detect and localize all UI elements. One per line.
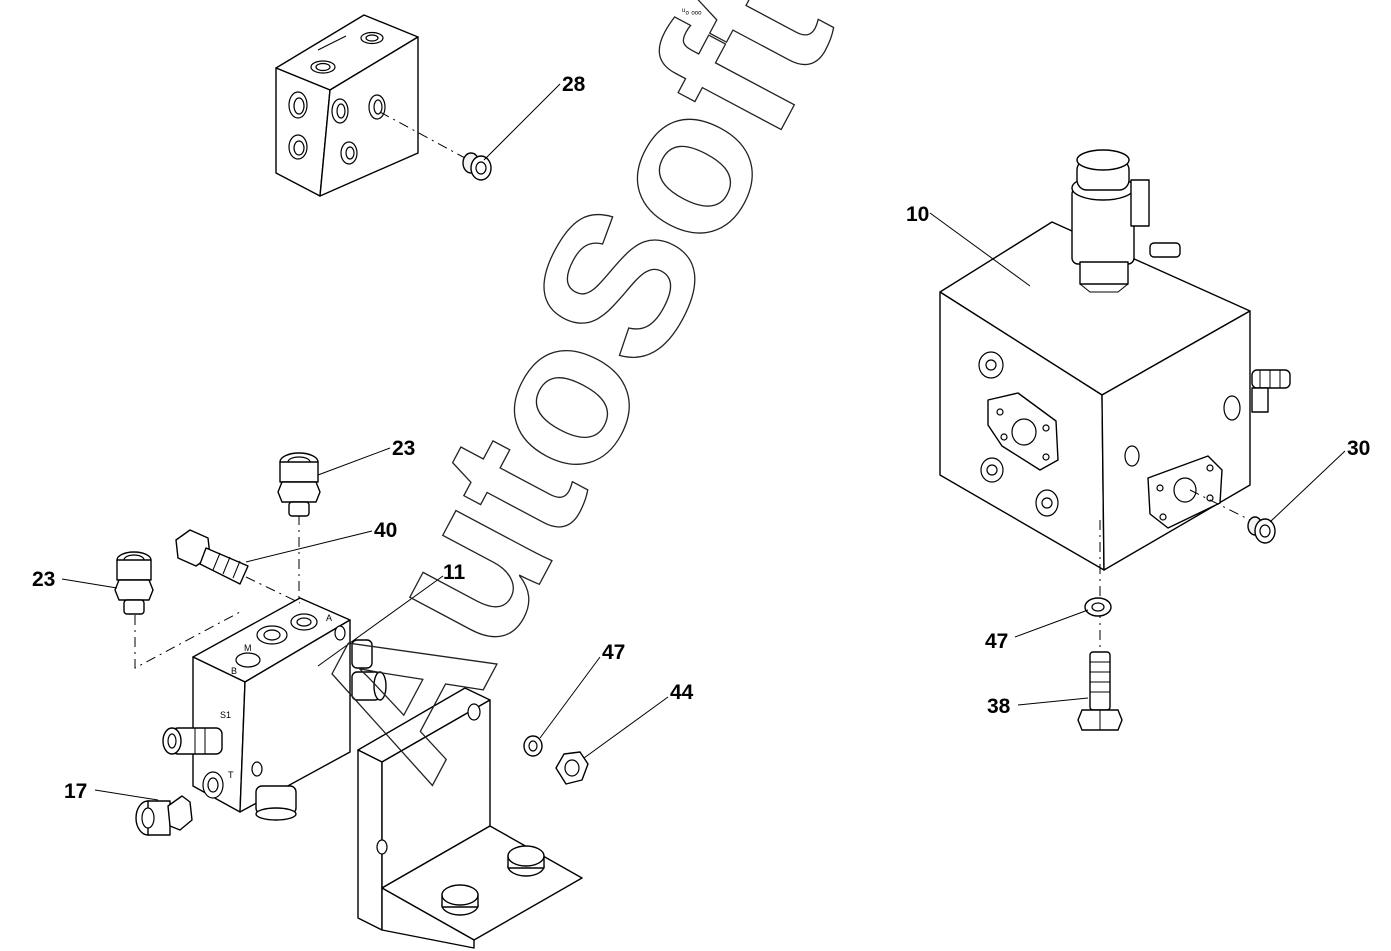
callout-47-left: 47 bbox=[602, 641, 625, 664]
washer-47-right bbox=[1084, 597, 1112, 617]
mounting-bracket bbox=[357, 687, 583, 949]
axis-line-23-left bbox=[134, 611, 241, 669]
leader-38 bbox=[1017, 697, 1089, 706]
port-label-a: A bbox=[326, 613, 332, 623]
valve-block-main bbox=[939, 149, 1291, 571]
leader-30 bbox=[1269, 450, 1346, 523]
port-label-t: T bbox=[228, 770, 234, 780]
leader-11 bbox=[317, 575, 444, 667]
leader-28 bbox=[483, 83, 561, 161]
callout-47-right: 47 bbox=[985, 630, 1008, 653]
callout-40: 40 bbox=[374, 519, 397, 542]
bolt-38 bbox=[1077, 651, 1123, 731]
axis-line-28 bbox=[379, 111, 466, 159]
port-label-s1: S1 bbox=[220, 710, 231, 720]
fitting-23-upper bbox=[277, 452, 321, 517]
page-marker: ᵘₒ ₒₒₒ bbox=[682, 6, 702, 16]
callout-30: 30 bbox=[1347, 437, 1370, 460]
leader-47-left bbox=[539, 656, 601, 739]
leader-23-left bbox=[61, 578, 118, 589]
axis-line-40 bbox=[245, 576, 301, 604]
leader-44 bbox=[583, 696, 669, 759]
port-label-m: M bbox=[244, 643, 252, 653]
leader-17 bbox=[94, 789, 159, 801]
leader-10 bbox=[929, 212, 1031, 287]
valve-block-small: A B M T S1 bbox=[162, 597, 387, 821]
nut-44 bbox=[555, 751, 589, 785]
fitting-23-left bbox=[114, 551, 154, 615]
callout-44: 44 bbox=[670, 681, 694, 704]
leader-40 bbox=[245, 530, 373, 563]
plug-28 bbox=[462, 152, 492, 181]
callout-38: 38 bbox=[987, 695, 1011, 718]
callout-10: 10 bbox=[906, 203, 929, 226]
callout-28: 28 bbox=[562, 73, 586, 96]
leader-23-upper bbox=[317, 447, 391, 476]
washer-47-left bbox=[523, 735, 543, 757]
leader-47-right bbox=[1014, 609, 1089, 638]
plug-30 bbox=[1247, 516, 1276, 544]
callout-11: 11 bbox=[443, 561, 466, 584]
port-label-b: B bbox=[231, 666, 237, 676]
callout-23-upper: 23 bbox=[392, 437, 415, 460]
fitting-17 bbox=[135, 795, 193, 836]
manifold-block-top bbox=[275, 14, 419, 197]
callout-23-left: 23 bbox=[32, 568, 55, 591]
callout-17: 17 bbox=[64, 780, 87, 803]
bolt-40 bbox=[175, 529, 249, 585]
